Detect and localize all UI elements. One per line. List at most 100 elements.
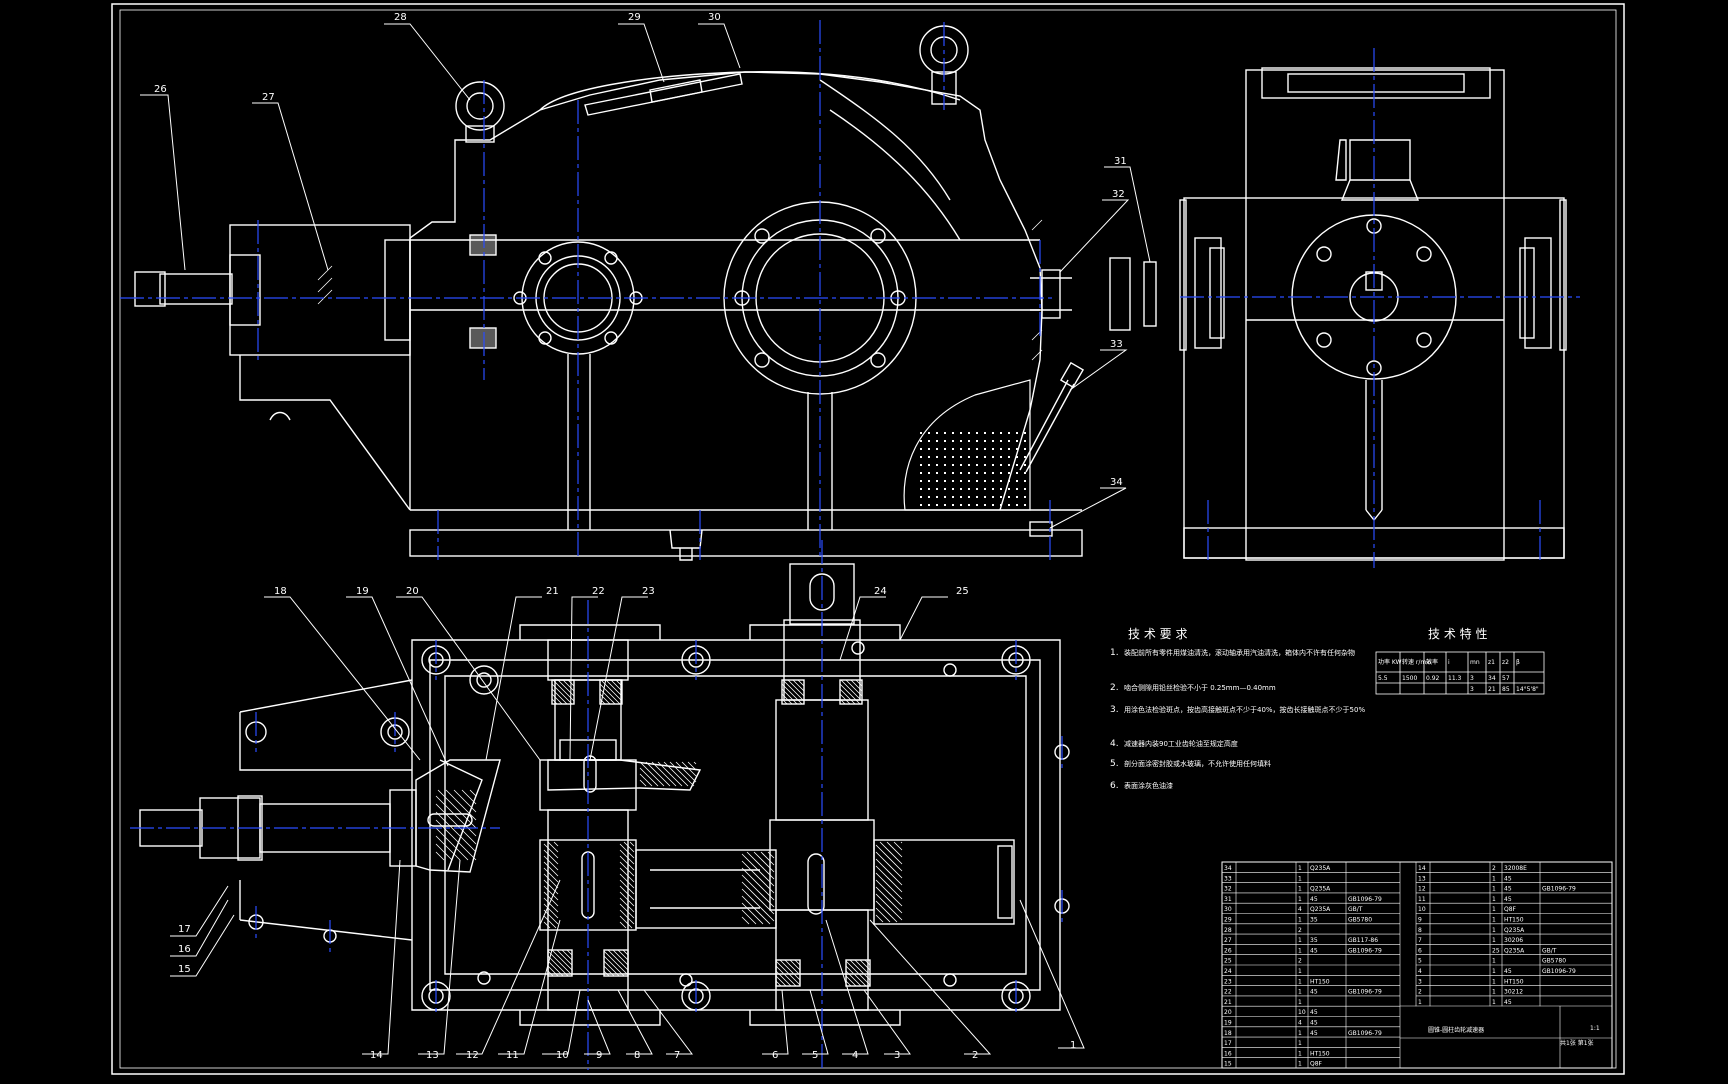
parts-cell: 10 bbox=[1418, 906, 1426, 913]
parts-cell: 1 bbox=[1298, 886, 1302, 893]
tech-cell: 1500 bbox=[1402, 675, 1417, 682]
parts-cell: 25 bbox=[1492, 947, 1500, 954]
part-balloon: 24 bbox=[874, 586, 887, 597]
parts-cell: 30212 bbox=[1504, 989, 1523, 996]
parts-cell: 1 bbox=[1492, 886, 1496, 893]
part-balloon: 19 bbox=[356, 586, 369, 597]
part-balloon: 2 bbox=[972, 1050, 978, 1061]
parts-cell: 29 bbox=[1224, 917, 1232, 924]
tech-cell: 85 bbox=[1502, 686, 1510, 693]
parts-cell: GB5780 bbox=[1348, 917, 1372, 924]
parts-cell: 45 bbox=[1310, 1030, 1318, 1037]
parts-cell: 1 bbox=[1418, 999, 1422, 1006]
parts-cell: HT150 bbox=[1310, 1050, 1330, 1057]
parts-cell: GB/T bbox=[1348, 906, 1363, 913]
requirement-number: 4. bbox=[1110, 739, 1119, 749]
parts-list-grid bbox=[1221, 861, 1613, 1068]
tech-header: i bbox=[1448, 659, 1450, 666]
parts-cell: 1 bbox=[1298, 1040, 1302, 1047]
parts-cell: 45 bbox=[1504, 886, 1512, 893]
parts-cell: 27 bbox=[1224, 937, 1232, 944]
parts-cell: 1 bbox=[1298, 968, 1302, 975]
parts-cell: 45 bbox=[1504, 968, 1512, 975]
inner-border bbox=[119, 9, 1617, 1069]
parts-cell: 1 bbox=[1492, 927, 1496, 934]
tech-header: β bbox=[1516, 659, 1520, 666]
parts-cell: Q235A bbox=[1310, 865, 1331, 872]
tech-header: z2 bbox=[1502, 659, 1509, 666]
part-balloon: 13 bbox=[426, 1050, 439, 1061]
parts-cell: 15 bbox=[1224, 1061, 1232, 1068]
part-balloon: 16 bbox=[178, 944, 191, 955]
parts-cell: 22 bbox=[1224, 989, 1232, 996]
part-balloon: 32 bbox=[1112, 189, 1125, 200]
parts-cell: 20 bbox=[1224, 1009, 1232, 1016]
requirement-number: 1. bbox=[1110, 648, 1119, 658]
parts-cell: 1 bbox=[1298, 937, 1302, 944]
tech-header: z1 bbox=[1488, 659, 1495, 666]
requirement-text: 减速器内装90工业齿轮油至规定高度 bbox=[1124, 739, 1238, 748]
parts-cell: 45 bbox=[1504, 896, 1512, 903]
parts-cell: 32 bbox=[1224, 886, 1232, 893]
parts-cell: 9 bbox=[1418, 917, 1422, 924]
parts-cell: 1 bbox=[1492, 968, 1496, 975]
parts-cell: 45 bbox=[1504, 999, 1512, 1006]
part-balloon: 14 bbox=[370, 1050, 383, 1061]
parts-cell: 4 bbox=[1298, 1020, 1302, 1027]
parts-cell: 4 bbox=[1418, 968, 1422, 975]
parts-cell: 14 bbox=[1418, 865, 1426, 872]
front-view-hatching bbox=[317, 219, 1043, 361]
parts-cell: HT150 bbox=[1504, 978, 1524, 985]
tech-cell: 21 bbox=[1488, 686, 1496, 693]
tech-requirements-list: 1.装配前所有零件用煤油清洗，滚动轴承用汽油清洗，箱体内不许有任何杂物2.啮合侧… bbox=[1110, 648, 1365, 791]
part-balloon: 18 bbox=[274, 586, 287, 597]
title-block-name: 圆锥-圆柱齿轮减速器 bbox=[1428, 1026, 1484, 1034]
parts-cell: 12 bbox=[1418, 886, 1426, 893]
parts-cell: GB1096-79 bbox=[1348, 947, 1382, 954]
parts-cell: GB1096-79 bbox=[1348, 896, 1382, 903]
parts-cell: HT150 bbox=[1310, 978, 1330, 985]
parts-cell: 21 bbox=[1224, 999, 1232, 1006]
parts-cell: 1 bbox=[1298, 989, 1302, 996]
parts-cell: Q235A bbox=[1310, 886, 1331, 893]
requirement-text: 装配前所有零件用煤油清洗，滚动轴承用汽油清洗，箱体内不许有任何杂物 bbox=[1124, 648, 1355, 657]
parts-cell: 11 bbox=[1418, 896, 1426, 903]
parts-cell: Q235A bbox=[1504, 947, 1525, 954]
parts-cell: 2 bbox=[1418, 989, 1422, 996]
part-balloon: 29 bbox=[628, 12, 641, 23]
parts-cell: 45 bbox=[1310, 896, 1318, 903]
parts-cell: 1 bbox=[1298, 917, 1302, 924]
title-block-sheet: 共1张 第1张 bbox=[1560, 1039, 1594, 1047]
parts-cell: 17 bbox=[1224, 1040, 1232, 1047]
parts-cell: 5 bbox=[1418, 958, 1422, 965]
parts-cell: 19 bbox=[1224, 1020, 1232, 1027]
front-view-centerlines bbox=[120, 20, 1055, 560]
parts-cell: 2 bbox=[1298, 958, 1302, 965]
parts-cell: 24 bbox=[1224, 968, 1232, 975]
parts-cell: 23 bbox=[1224, 978, 1232, 985]
tech-cell: 34 bbox=[1488, 675, 1496, 682]
tech-requirements-title: 技 术 要 求 bbox=[1128, 627, 1187, 641]
top-view-hatching bbox=[435, 679, 903, 987]
parts-cell: 28 bbox=[1224, 927, 1232, 934]
parts-cell: 1 bbox=[1492, 937, 1496, 944]
parts-cell: GB1096-79 bbox=[1542, 968, 1576, 975]
tech-header: 转速 r/min bbox=[1402, 658, 1432, 666]
parts-cell: GB/T bbox=[1542, 947, 1557, 954]
tech-cell: 14°5'8" bbox=[1516, 686, 1539, 693]
top-view-centerlines bbox=[130, 540, 1063, 1070]
part-balloon: 3 bbox=[894, 1050, 900, 1061]
requirement-text: 用涂色法检验斑点，按齿高接触斑点不少于40%，按齿长接触斑点不少于50% bbox=[1124, 705, 1365, 714]
parts-cell: 1 bbox=[1298, 978, 1302, 985]
parts-cell: 1 bbox=[1298, 947, 1302, 954]
parts-cell: 1 bbox=[1492, 999, 1496, 1006]
parts-cell: 2 bbox=[1492, 865, 1496, 872]
parts-cell: 1 bbox=[1492, 978, 1496, 985]
parts-cell: 6 bbox=[1418, 947, 1422, 954]
parts-cell: 1 bbox=[1298, 1030, 1302, 1037]
tech-characteristics: 技 术 特 性 功率 KW5.5转速 r/min1500效率0.92i11.3m… bbox=[1375, 626, 1545, 695]
